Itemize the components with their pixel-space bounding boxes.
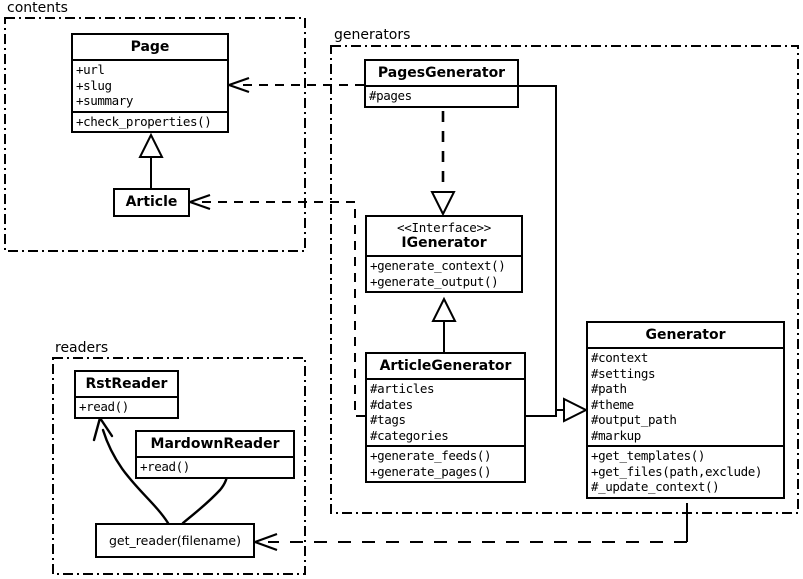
class-member: +generate_pages() bbox=[370, 463, 492, 479]
class-member: #path bbox=[591, 381, 627, 397]
class-member: +read() bbox=[79, 399, 129, 415]
package-frame-generators bbox=[330, 45, 799, 514]
class-articlegenerator-methods: +generate_feeds() +generate_pages() bbox=[367, 445, 524, 481]
class-generator[interactable]: Generator #context #settings #path #them… bbox=[586, 321, 785, 499]
edge-to-generator-arrowhead bbox=[563, 397, 589, 423]
class-member: +get_files(path,exclude) bbox=[591, 463, 763, 479]
edge-articlegenerator-to-generator-line bbox=[526, 409, 565, 417]
class-igenerator[interactable]: <<Interface>> IGenerator +generate_conte… bbox=[365, 215, 523, 294]
class-page-title: Page bbox=[130, 39, 170, 55]
edge-getreader-to-mardownreader-line bbox=[181, 488, 222, 525]
class-generator-title: Generator bbox=[645, 327, 726, 343]
node-get-reader-function[interactable]: get_reader(filename) bbox=[95, 523, 255, 558]
class-generator-attributes: #context #settings #path #theme #output_… bbox=[588, 347, 783, 445]
class-member: #markup bbox=[591, 427, 641, 443]
class-member: +read() bbox=[140, 459, 190, 475]
class-member: +check_properties() bbox=[76, 113, 212, 129]
class-member: #articles bbox=[370, 381, 435, 397]
class-pagesgenerator-attributes: #pages bbox=[366, 85, 517, 106]
class-member: +get_templates() bbox=[591, 448, 706, 464]
class-member: #categories bbox=[370, 427, 449, 443]
class-page-attributes: +url +slug +summary bbox=[73, 59, 227, 111]
class-articlegenerator-attributes: #articles #dates #tags #categories bbox=[367, 378, 524, 445]
class-page[interactable]: Page +url +slug +summary +check_properti… bbox=[71, 33, 229, 134]
edge-articlegenerator-to-article-line bbox=[201, 201, 365, 417]
class-article-title: Article bbox=[125, 194, 178, 211]
class-igenerator-stereotype: <<Interface>> bbox=[397, 220, 491, 235]
node-get-reader-label: get_reader(filename) bbox=[109, 533, 241, 548]
class-member: +generate_output() bbox=[370, 273, 499, 289]
class-member: +summary bbox=[76, 93, 134, 109]
package-label-contents: contents bbox=[4, 0, 71, 16]
edge-articlegenerator-to-article-arrowhead bbox=[189, 193, 211, 211]
class-member: #theme bbox=[591, 396, 634, 412]
class-member: +generate_context() bbox=[370, 258, 506, 274]
edge-article-to-page-arrowhead bbox=[138, 132, 164, 158]
class-mardownreader-methods: +read() bbox=[137, 456, 293, 477]
edge-getreader-to-rstreader-arrowhead bbox=[92, 416, 114, 442]
class-igenerator-methods: +generate_context() +generate_output() bbox=[367, 255, 521, 291]
class-generator-methods: +get_templates() +get_files(path,exclude… bbox=[588, 445, 783, 497]
package-label-readers: readers bbox=[52, 340, 112, 356]
class-member: +slug bbox=[76, 77, 112, 93]
package-label-generators: generators bbox=[331, 27, 414, 43]
class-member: #pages bbox=[369, 88, 412, 104]
edge-pagesgenerator-to-igenerator-arrowhead bbox=[430, 191, 456, 217]
class-member: +generate_feeds() bbox=[370, 448, 492, 464]
class-articlegenerator[interactable]: ArticleGenerator #articles #dates #tags … bbox=[365, 352, 526, 484]
edge-pagesgenerator-to-page-arrowhead bbox=[228, 76, 250, 94]
class-articlegenerator-title: ArticleGenerator bbox=[379, 358, 512, 374]
class-rstreader-title: RstReader bbox=[85, 376, 168, 392]
class-igenerator-title: <<Interface>> IGenerator bbox=[367, 217, 521, 255]
class-mardownreader[interactable]: MardownReader +read() bbox=[135, 430, 295, 479]
class-member: #context bbox=[591, 350, 649, 366]
class-page-methods: +check_properties() bbox=[73, 110, 227, 132]
edge-articlegenerator-to-igenerator-arrowhead bbox=[431, 296, 457, 322]
class-member: #tags bbox=[370, 412, 406, 428]
class-member: +url bbox=[76, 62, 105, 78]
edge-generator-to-getreader-arrowhead bbox=[254, 532, 278, 552]
class-mardownreader-title: MardownReader bbox=[150, 436, 280, 452]
package-frame-contents bbox=[4, 17, 306, 252]
class-pagesgenerator[interactable]: PagesGenerator #pages bbox=[364, 59, 519, 108]
class-rstreader[interactable]: RstReader +read() bbox=[74, 370, 179, 419]
class-igenerator-name: IGenerator bbox=[401, 235, 487, 252]
class-member: #_update_context() bbox=[591, 479, 720, 495]
edge-getreader-to-rstreader-line bbox=[101, 428, 170, 525]
class-member: #output_path bbox=[591, 412, 677, 428]
class-article[interactable]: Article bbox=[113, 188, 190, 217]
package-frame-readers bbox=[52, 357, 306, 575]
class-member: #settings bbox=[591, 365, 656, 381]
class-pagesgenerator-title: PagesGenerator bbox=[377, 65, 506, 81]
class-member: #dates bbox=[370, 396, 413, 412]
class-rstreader-methods: +read() bbox=[76, 396, 177, 417]
